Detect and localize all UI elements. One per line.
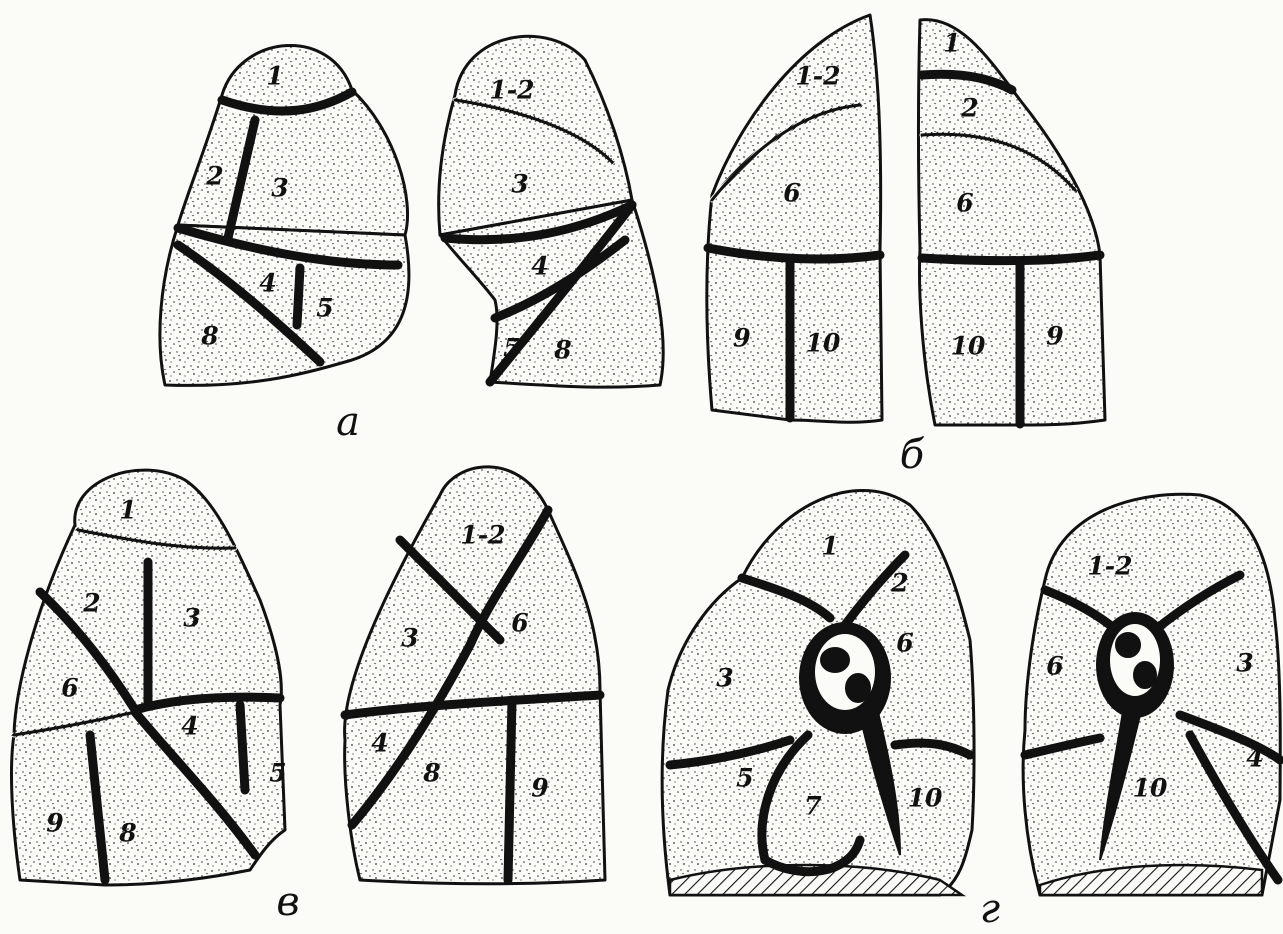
seg-label: 1-2: [460, 521, 505, 550]
seg-label: 8: [118, 819, 136, 848]
panel-b-right-lung: [919, 20, 1106, 425]
seg-label: 8: [200, 322, 218, 351]
seg-label: 1-2: [489, 76, 534, 105]
seg-label: 10: [951, 332, 986, 361]
seg-label: 9: [1046, 322, 1063, 351]
seg-label: 6: [1046, 652, 1063, 681]
seg-label: 1: [943, 29, 960, 58]
seg-label: 3: [183, 604, 200, 633]
panel-g-right-lung: [1023, 494, 1280, 895]
seg-label: 10: [806, 329, 841, 358]
seg-label: 10: [908, 784, 943, 813]
seg-label: 4: [1246, 744, 1263, 773]
seg-label: 6: [511, 609, 528, 638]
seg-label: 5: [269, 759, 286, 788]
seg-label: 3: [716, 664, 733, 693]
seg-label: 4: [181, 712, 198, 741]
seg-label: 5: [736, 764, 753, 793]
seg-label: 4: [259, 269, 276, 298]
seg-label: 9: [46, 809, 63, 838]
seg-label: 3: [401, 624, 418, 653]
seg-label: 1: [119, 496, 136, 525]
seg-label: 6: [783, 179, 800, 208]
panel-a: 1 2 3 4 5 8 1-2 3 4 5 8 а: [160, 36, 663, 445]
seg-label: 4: [371, 729, 388, 758]
seg-label: 5: [503, 334, 520, 363]
seg-label: 3: [271, 174, 288, 203]
seg-label: 9: [733, 324, 750, 353]
seg-label: 10: [1133, 774, 1168, 803]
panel-a-right-lung: [439, 36, 663, 387]
panel-letter-b: б: [900, 432, 925, 478]
seg-label: 3: [511, 170, 528, 199]
seg-label: 8: [553, 336, 571, 365]
seg-label: 2: [82, 589, 100, 618]
seg-label: 2: [890, 569, 908, 598]
panel-v: 1 2 3 6 4 5 9 8 1-2 3 6 4 8 9 в: [12, 467, 605, 925]
seg-label: 5: [316, 294, 333, 323]
seg-label: 7: [804, 792, 822, 821]
seg-label: 1: [821, 532, 838, 561]
panel-a-left-upper-lobe: [178, 45, 408, 235]
seg-label: 6: [61, 674, 78, 703]
panel-g-left-lung: [662, 491, 974, 895]
seg-label: 6: [956, 189, 973, 218]
seg-label: 1-2: [1087, 552, 1132, 581]
seg-label: 1: [266, 62, 283, 91]
seg-label: 8: [422, 759, 440, 788]
seg-label: 4: [531, 252, 548, 281]
panel-g: 1 2 6 3 5 7 10 1-2 6 3 4 10 г: [662, 491, 1280, 932]
seg-label: 6: [896, 629, 913, 658]
panel-b-left-lung: [707, 15, 882, 422]
panel-letter-g: г: [980, 886, 1000, 932]
seg-label: 9: [531, 774, 548, 803]
seg-label: 1-2: [795, 62, 840, 91]
panel-b: 1-2 6 9 10 1 2 6 10 9 б: [707, 15, 1105, 478]
panel-letter-v: в: [276, 879, 299, 925]
seg-label: 3: [1236, 649, 1253, 678]
panel-letter-a: а: [336, 399, 360, 445]
panel-a-left-lower-lobe: [160, 225, 409, 385]
panel-b-right-lung-shape: [919, 20, 1106, 425]
panel-a-left-lung: [160, 45, 409, 385]
seg-label: 2: [960, 94, 978, 123]
seg-label: 2: [205, 162, 223, 191]
